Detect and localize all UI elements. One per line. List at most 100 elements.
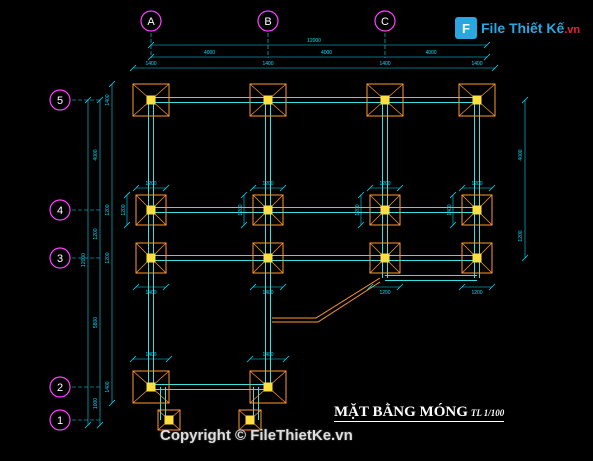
dimension-tick — [162, 184, 170, 192]
axis-label: 4 — [57, 205, 63, 217]
axis-label: B — [264, 16, 271, 28]
footing-outline — [252, 194, 284, 226]
axis-bubble — [49, 376, 71, 398]
dimension-tick — [396, 283, 404, 291]
dimension-text: 1400 — [262, 61, 273, 67]
dimension-text: 1200 — [262, 181, 273, 187]
column — [245, 415, 255, 425]
ramp-line — [272, 281, 381, 323]
axis-label: A — [147, 16, 155, 28]
dimension-tick — [458, 184, 466, 192]
dimension-tick — [123, 191, 131, 199]
dimension-text: 1200 — [379, 290, 390, 296]
dimension-text: 1400 — [145, 290, 156, 296]
axis-bubble — [374, 10, 396, 32]
axis-label: 2 — [57, 382, 63, 394]
dimension-tick — [246, 355, 254, 363]
dimension-tick — [240, 221, 248, 229]
logo-name: File Thiết Kế — [481, 20, 565, 36]
dimension-text: 1200 — [121, 204, 127, 215]
column — [380, 253, 390, 263]
axis-bubble — [140, 10, 162, 32]
column — [263, 382, 273, 392]
dimension-text: 1400 — [145, 61, 156, 67]
dimension-text: 1400 — [105, 94, 111, 105]
dimension-tick — [458, 283, 466, 291]
dimension-text: 1000 — [93, 398, 99, 409]
footing-outline — [366, 83, 404, 117]
dimension-tick — [123, 221, 131, 229]
dimension-text: 4000 — [321, 50, 332, 56]
column — [263, 205, 273, 215]
logo-text: File Thiết Kế.vn — [481, 20, 580, 36]
column — [146, 95, 156, 105]
dimension-text: 1200 — [93, 228, 99, 239]
dimension-tick — [282, 355, 290, 363]
dimension-lines — [84, 41, 529, 429]
footing-outline — [157, 409, 181, 431]
dimension-tick — [357, 191, 365, 199]
dimension-tick — [240, 191, 248, 199]
title-text: MẶT BẰNG MÓNG — [334, 404, 468, 420]
column — [146, 382, 156, 392]
dimension-tick — [279, 283, 287, 291]
column — [472, 205, 482, 215]
dimension-text: 1200 — [238, 204, 244, 215]
axis-label: 5 — [57, 95, 63, 107]
dimension-text: 1400 — [471, 61, 482, 67]
dimension-tick — [132, 283, 140, 291]
dimension-text: 12000 — [81, 253, 87, 267]
dimension-tick — [366, 283, 374, 291]
dimension-tick — [357, 221, 365, 229]
dimension-text: 1200 — [379, 181, 390, 187]
footing-outline — [135, 194, 167, 226]
footing-outline — [461, 242, 493, 274]
dimension-tick — [488, 184, 496, 192]
dimension-tick — [483, 41, 491, 49]
dimension-text: 1200 — [145, 181, 156, 187]
dimension-tick — [129, 355, 137, 363]
dimension-text: 1400 — [379, 61, 390, 67]
dimension-text: 1400 — [105, 381, 111, 392]
dimension-tick — [521, 96, 529, 104]
column — [263, 253, 273, 263]
dimension-tick — [165, 355, 173, 363]
dimension-tick — [449, 221, 457, 229]
dimension-tick — [132, 184, 140, 192]
axis-label: 3 — [57, 253, 63, 265]
dimension-text: 12000 — [307, 38, 321, 44]
dimension-text: 4000 — [518, 149, 524, 160]
column — [380, 95, 390, 105]
dimension-text: 1200 — [105, 252, 111, 263]
column — [263, 95, 273, 105]
footing-outline — [132, 83, 170, 117]
dimension-tick — [483, 53, 491, 61]
dimension-tick — [449, 191, 457, 199]
footing-outline — [238, 409, 262, 431]
dimension-text: 4000 — [93, 149, 99, 160]
dimension-tick — [84, 421, 92, 429]
dimension-text: 1400 — [262, 352, 273, 358]
column — [472, 253, 482, 263]
column — [472, 95, 482, 105]
dimension-tick — [162, 283, 170, 291]
dimension-tick — [249, 283, 257, 291]
dimension-tick — [96, 421, 104, 429]
axis-bubble — [49, 247, 71, 269]
dimension-text: 1200 — [355, 204, 361, 215]
dimension-tick — [108, 399, 116, 407]
filethietke-logo[interactable]: F File Thiết Kế.vn — [455, 16, 580, 40]
dimension-tick — [366, 184, 374, 192]
copyright-watermark: Copyright © FileThietKe.vn — [160, 427, 353, 444]
axis-bubble — [49, 409, 71, 431]
dimension-text: 4000 — [204, 50, 215, 56]
dimension-tick — [249, 184, 257, 192]
footing-outline — [135, 242, 167, 274]
dimension-tick — [396, 184, 404, 192]
dimension-text: 1200 — [105, 204, 111, 215]
logo-tld: .vn — [564, 24, 581, 36]
